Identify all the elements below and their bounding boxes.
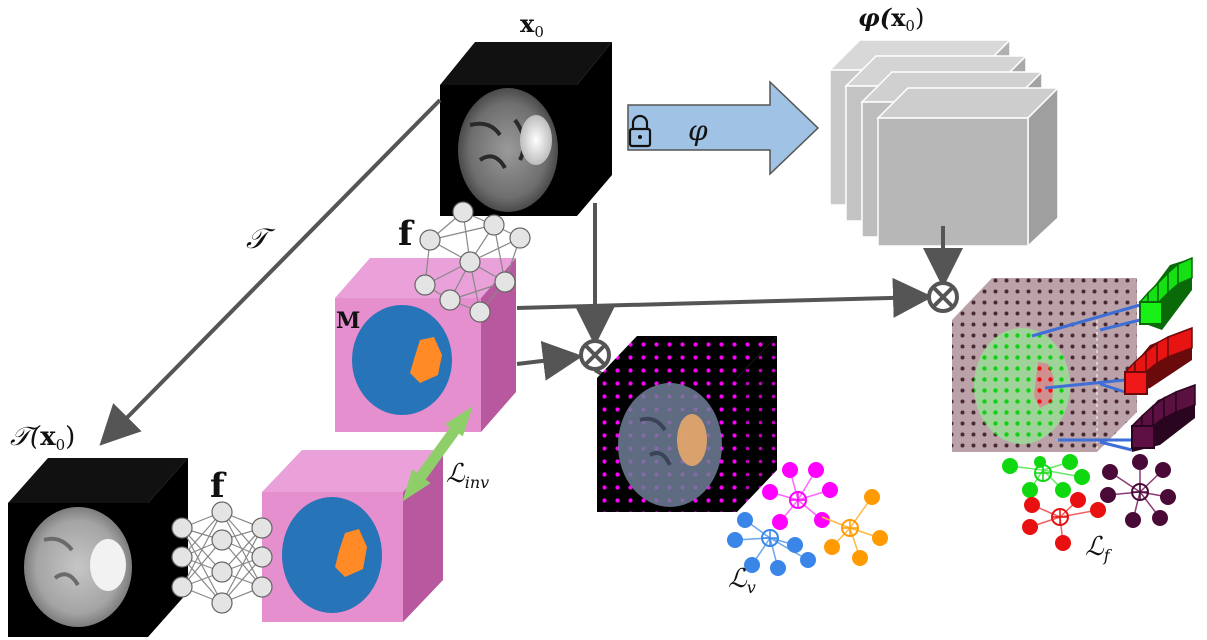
mask-to-product-arrow bbox=[516, 340, 583, 381]
T-transform-arrow bbox=[99, 98, 442, 446]
M-label: M bbox=[336, 308, 360, 334]
cluster-icon bbox=[1022, 492, 1106, 551]
T-label: 𝒯 bbox=[246, 222, 276, 255]
L-v-label: ℒv bbox=[728, 564, 756, 597]
neural-net-icon bbox=[414, 201, 531, 323]
f-label-top: f bbox=[398, 214, 415, 254]
T-x0-label: 𝒯(x0) bbox=[10, 422, 75, 454]
mask-to-feature-product-arrow bbox=[516, 277, 933, 318]
neural-net-icon bbox=[171, 501, 273, 614]
L-f-label: ℒf bbox=[1085, 532, 1113, 565]
phi-arrow: φ bbox=[627, 80, 820, 176]
feature-vector-links bbox=[1031, 303, 1141, 452]
mask-cube-lower bbox=[262, 450, 443, 622]
L-inv-arrow bbox=[402, 406, 473, 502]
x0-label: x0 bbox=[520, 9, 544, 41]
feature-map-stack bbox=[828, 38, 1060, 248]
feature-vector-icon bbox=[1131, 383, 1196, 452]
feature-vector-icon bbox=[1124, 326, 1193, 395]
feature-voxel-cube bbox=[952, 278, 1137, 452]
cluster-icon bbox=[727, 512, 816, 576]
otimes-icon bbox=[579, 339, 611, 371]
cluster-icon bbox=[821, 489, 888, 566]
cluster-icon bbox=[1002, 454, 1090, 498]
cluster-icon bbox=[762, 462, 838, 530]
brain-slice-icon bbox=[24, 507, 132, 627]
lock-icon bbox=[628, 114, 652, 148]
transformed-image-cube bbox=[8, 458, 188, 637]
masked-voxel-cube bbox=[597, 336, 777, 512]
L-inv-label: ℒinv bbox=[446, 459, 489, 492]
mask-cube-upper bbox=[335, 258, 516, 432]
phi-label: φ bbox=[688, 114, 708, 147]
cluster-icon bbox=[1100, 454, 1176, 528]
f-label-bottom: f bbox=[210, 466, 227, 506]
otimes-icon bbox=[927, 281, 959, 313]
phi-x0-label: φ(x0) bbox=[858, 3, 924, 35]
brain-slice-icon bbox=[458, 88, 558, 212]
x0-image-cube bbox=[440, 42, 612, 216]
feature-vector-icon bbox=[1139, 256, 1193, 330]
